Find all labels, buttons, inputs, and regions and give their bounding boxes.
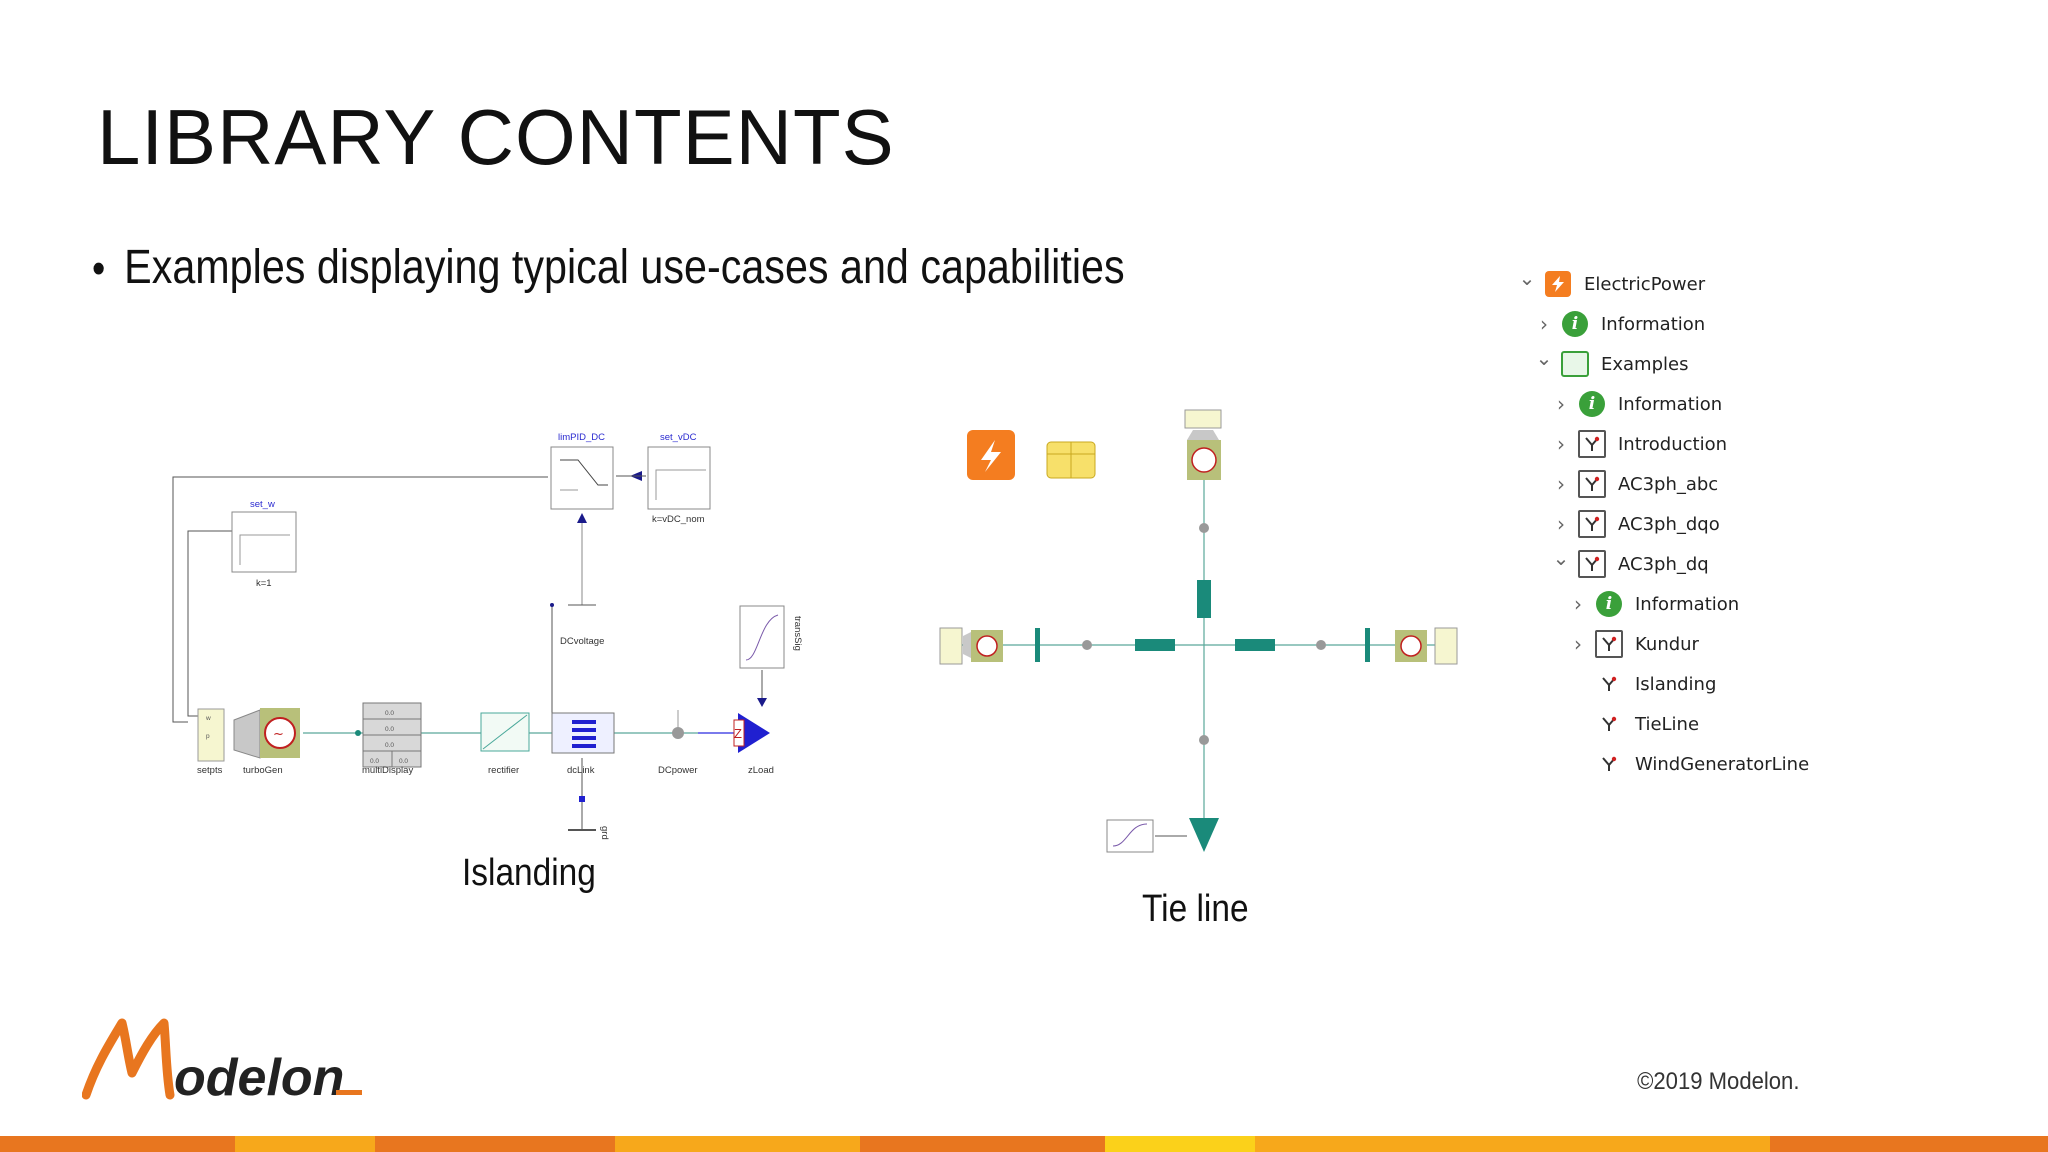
- tree-item[interactable]: › i Information: [1533, 306, 1705, 342]
- model-icon: [1595, 710, 1623, 738]
- bottom-color-bar: [0, 1136, 2048, 1152]
- slide-title: LIBRARY CONTENTS: [97, 93, 895, 181]
- tree-item[interactable]: ⌄ AC3ph_dq: [1550, 546, 1709, 582]
- tree-item-label: AC3ph_abc: [1618, 473, 1719, 495]
- chevron-right-icon[interactable]: ›: [1540, 312, 1548, 336]
- tree-item[interactable]: › AC3ph_dqo: [1550, 506, 1720, 542]
- model-icon: [1578, 510, 1606, 538]
- multidisplay-label: multiDisplay: [362, 765, 413, 776]
- model-icon: [1595, 670, 1623, 698]
- tree-item[interactable]: TieLine: [1567, 706, 1699, 742]
- md-val-1: 0.0: [385, 710, 394, 717]
- bullet-item: • Examples displaying typical use-cases …: [92, 240, 1125, 295]
- tree-item-label: AC3ph_dq: [1618, 553, 1709, 575]
- tree-item[interactable]: › AC3ph_abc: [1550, 466, 1718, 502]
- info-icon: i: [1595, 590, 1623, 618]
- tree-item-label: AC3ph_dqo: [1618, 513, 1720, 535]
- chevron-right-icon[interactable]: ›: [1557, 512, 1565, 536]
- chevron-right-icon[interactable]: ›: [1574, 592, 1582, 616]
- bottom-bar-segment: [375, 1136, 615, 1152]
- model-icon: [1578, 470, 1606, 498]
- tree-item-label: WindGeneratorLine: [1635, 753, 1810, 775]
- model-icon: [1578, 550, 1606, 578]
- islanding-diagram: set_w k=1 limPID_DC set_vDC k=vDC_nom DC…: [172, 432, 803, 840]
- tieline-diagram: [939, 409, 1458, 853]
- set-vdc-label: set_vDC: [660, 432, 697, 443]
- k1-label: k=1: [256, 578, 272, 589]
- tree-item-label: ElectricPower: [1584, 273, 1706, 295]
- md-val-2: 0.0: [385, 726, 394, 733]
- tree-item-label: Information: [1618, 393, 1723, 415]
- bullet-dot: •: [92, 244, 106, 293]
- bottom-bar-segment: [615, 1136, 860, 1152]
- islanding-caption: Islanding: [462, 852, 596, 894]
- bottom-bar-segment: [0, 1136, 235, 1152]
- zload-label: zLoad: [748, 765, 774, 776]
- modelon-logo: odelon: [82, 1018, 362, 1105]
- bottom-bar-segment: [235, 1136, 375, 1152]
- tree-item-label: Examples: [1601, 353, 1689, 375]
- bullet-text: Examples displaying typical use-cases an…: [124, 241, 1125, 294]
- setpts-label: setpts: [197, 765, 223, 776]
- tieline-caption: Tie line: [1142, 888, 1249, 930]
- info-icon: i: [1578, 390, 1606, 418]
- tree-item-label: TieLine: [1635, 713, 1700, 735]
- tree-item[interactable]: › Kundur: [1567, 626, 1699, 662]
- chevron-down-icon[interactable]: ⌄: [1518, 266, 1536, 290]
- dclink-label: dcLink: [567, 765, 595, 776]
- model-icon: [1578, 430, 1606, 458]
- tree-item-label: Information: [1635, 593, 1740, 615]
- dcvoltage-label: DCvoltage: [560, 636, 604, 647]
- transsig-label: transSig: [792, 616, 803, 651]
- k-vdc-label: k=vDC_nom: [652, 514, 705, 525]
- tree-item[interactable]: ⌄ ElectricPower: [1516, 266, 1705, 302]
- tree-item[interactable]: ⌄ Examples: [1533, 346, 1688, 382]
- svg-text:p: p: [206, 733, 210, 740]
- set-w-label: set_w: [250, 499, 275, 510]
- tree-item[interactable]: › i Information: [1567, 586, 1739, 622]
- chevron-down-icon[interactable]: ⌄: [1535, 346, 1553, 370]
- svg-text:~: ~: [273, 727, 284, 742]
- info-icon: i: [1561, 310, 1589, 338]
- tree-item-label: Introduction: [1618, 433, 1728, 455]
- tree-item-label: Islanding: [1635, 673, 1717, 695]
- chevron-right-icon[interactable]: ›: [1557, 392, 1565, 416]
- svg-text:odelon: odelon: [174, 1049, 344, 1105]
- tree-item[interactable]: WindGeneratorLine: [1567, 746, 1809, 782]
- svg-text:Z: Z: [734, 726, 742, 741]
- grd-label: grd: [599, 826, 610, 840]
- chevron-right-icon[interactable]: ›: [1557, 472, 1565, 496]
- bottom-bar-segment: [1105, 1136, 1255, 1152]
- tree-item[interactable]: › Introduction: [1550, 426, 1727, 462]
- md-val-4: 0.0: [370, 758, 379, 765]
- copyright-text: ©2019 Modelon.: [1636, 1068, 1799, 1095]
- model-icon: [1595, 750, 1623, 778]
- tree-item[interactable]: Islanding: [1567, 666, 1716, 702]
- chevron-right-icon[interactable]: ›: [1574, 632, 1582, 656]
- bottom-bar-segment: [860, 1136, 1105, 1152]
- examples-package-icon: [1561, 350, 1589, 378]
- chevron-right-icon[interactable]: ›: [1557, 432, 1565, 456]
- bottom-bar-segment: [1255, 1136, 1770, 1152]
- md-val-5: 0.0: [399, 758, 408, 765]
- rectifier-label: rectifier: [488, 765, 519, 776]
- tree-item-label: Information: [1601, 313, 1706, 335]
- md-val-3: 0.0: [385, 742, 394, 749]
- bottom-bar-segment: [1770, 1136, 2048, 1152]
- svg-text:w: w: [205, 715, 211, 722]
- limpid-label: limPID_DC: [558, 432, 605, 443]
- dcpower-label: DCpower: [658, 765, 698, 776]
- turbogen-label: turboGen: [243, 765, 283, 776]
- tree-item-label: Kundur: [1635, 633, 1699, 655]
- model-icon: [1595, 630, 1623, 658]
- chevron-down-icon[interactable]: ⌄: [1552, 546, 1570, 570]
- tree-item[interactable]: › i Information: [1550, 386, 1722, 422]
- power-icon: [1544, 270, 1572, 298]
